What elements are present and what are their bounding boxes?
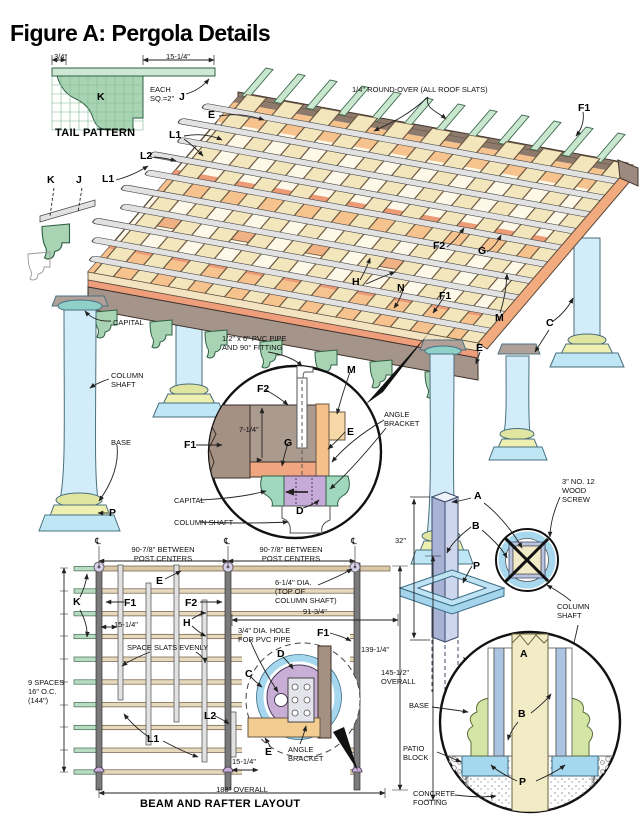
patio-block-label: PATIO BLOCK (403, 744, 429, 762)
wood-screw-note: 3" NO. 12 WOOD SCREW (562, 477, 595, 504)
centerline-symbol-1: ℄ (95, 536, 101, 546)
angle-bracket-plan-label: ANGLE BRACKET (288, 745, 324, 763)
beam-depth-dim: 7-1/4" (239, 425, 259, 434)
bay-right-dim: 90-7/8" BETWEEN POST CENTERS (259, 545, 323, 563)
centerline-symbol-2: ℄ (224, 536, 230, 546)
part-label-c-iso: C (546, 317, 554, 329)
column-shaft-post-label: COLUMN SHAFT (557, 602, 590, 620)
part-label-a-post: A (474, 490, 482, 502)
part-label-l2-plan: L2 (204, 710, 217, 722)
part-label-n-iso: N (397, 282, 405, 294)
part-label-f1-detail: F1 (184, 439, 197, 451)
part-label-d-detail: D (296, 505, 304, 517)
capital-label: CAPITAL (113, 318, 144, 327)
slat-overhang-dim: 15-1/4" (114, 620, 138, 629)
part-label-b-post: B (472, 520, 480, 532)
dim-145-overall: 145-1/2" OVERALL (381, 668, 416, 686)
iso-pergola (27, 67, 639, 565)
part-label-l2-iso: L2 (140, 150, 153, 162)
part-label-l1-top: L1 (169, 129, 182, 141)
tail-pattern-caption: TAIL PATTERN (55, 127, 136, 139)
part-label-g-iso: G (478, 245, 487, 257)
plan-caption: BEAM AND RAFTER LAYOUT (140, 798, 301, 810)
dim-188-overall: 188" OVERALL (216, 785, 268, 794)
part-label-p-footing: P (519, 776, 527, 788)
centerline-symbol-3: ℄ (351, 536, 357, 546)
beam-rafter-plan (60, 546, 441, 801)
part-label-e-plan: E (156, 575, 164, 587)
column-mid-right (488, 343, 548, 461)
part-label-k: K (97, 91, 105, 103)
capital-detail-label: CAPITAL (174, 496, 205, 505)
part-label-m-iso: M (495, 312, 504, 324)
bay-left-dim: 90-7/8" BETWEEN POST CENTERS (131, 545, 195, 563)
part-label-f1-plan: F1 (124, 597, 137, 609)
pvc-pipe-note: 1/2" x 6" PVC PIPE AND 90° FITTING (222, 334, 287, 352)
spaces-note: 9 SPACES 16" O.C. (144") (28, 678, 65, 705)
part-label-p-iso: P (109, 507, 117, 519)
concrete-footing-label: CONCRETE FOOTING (413, 789, 456, 807)
part-label-j-iso: J (76, 174, 82, 186)
pvc-hole-note: 3/4" DIA. HOLE FOR PVC PIPE (238, 626, 291, 644)
part-label-l1-iso: L1 (102, 173, 115, 185)
part-label-j: J (179, 91, 185, 103)
part-label-f1-iso: F1 (439, 290, 452, 302)
post-height-dim: 32" (395, 536, 407, 545)
tail-pattern-drawing (51, 55, 216, 131)
page-title: Figure A: Pergola Details (10, 20, 271, 47)
roof-roundover-note: 1/4" ROUND-OVER (ALL ROOF SLATS) (352, 85, 488, 94)
column-shaft-detail-label: COLUMN SHAFT (174, 518, 234, 527)
tail-thickness-dim: 3/4" (54, 52, 68, 61)
space-slats-note: SPACE SLATS EVENLY (127, 643, 209, 652)
part-label-f2-detail: F2 (257, 383, 270, 395)
part-label-p-post: P (473, 560, 481, 572)
part-label-e-plan-detail: E (265, 746, 273, 758)
dim-91: 91-3/4" (303, 607, 327, 616)
tail-length-dim: 15-1/4" (166, 52, 190, 61)
part-label-b-footing: B (518, 708, 526, 720)
part-label-m-detail: M (347, 364, 356, 376)
part-label-e-top: E (208, 109, 216, 121)
plan-bracket-detail (242, 632, 361, 780)
column-shaft-label: COLUMN SHAFT (111, 371, 144, 389)
tail-square-note: EACH SQ.=2" (150, 85, 175, 103)
part-label-e-iso: E (476, 342, 484, 354)
part-label-k-plan: K (73, 596, 81, 608)
footing-detail (431, 630, 622, 814)
dim-139: 139-1/4" (361, 645, 390, 654)
part-label-h-iso: H (352, 276, 360, 288)
part-label-g-detail: G (284, 437, 293, 449)
base-footing-label: BASE (409, 701, 430, 710)
capital-detail (196, 334, 428, 540)
part-label-e-detail: E (347, 426, 355, 438)
part-label-h-plan: H (183, 617, 191, 629)
dim-15b: 15-1/4" (232, 757, 256, 766)
part-label-f2-iso: F2 (433, 240, 446, 252)
top-dia-note: 6-1/4" DIA. (TOP OF COLUMN SHAFT) (275, 578, 337, 605)
angle-bracket-label: ANGLE BRACKET (384, 410, 420, 428)
part-label-d-plan: D (277, 648, 285, 660)
part-label-f2-plan: F2 (185, 597, 198, 609)
part-label-c-plan: C (245, 668, 253, 680)
part-label-l1-plan: L1 (147, 733, 160, 745)
column-left (38, 295, 121, 532)
part-label-k-iso: K (47, 174, 55, 186)
part-label-f1-top: F1 (578, 102, 591, 114)
base-label: BASE (111, 438, 132, 447)
part-label-a-footing: A (520, 648, 528, 660)
part-label-f1-plan-detail: F1 (317, 627, 330, 639)
